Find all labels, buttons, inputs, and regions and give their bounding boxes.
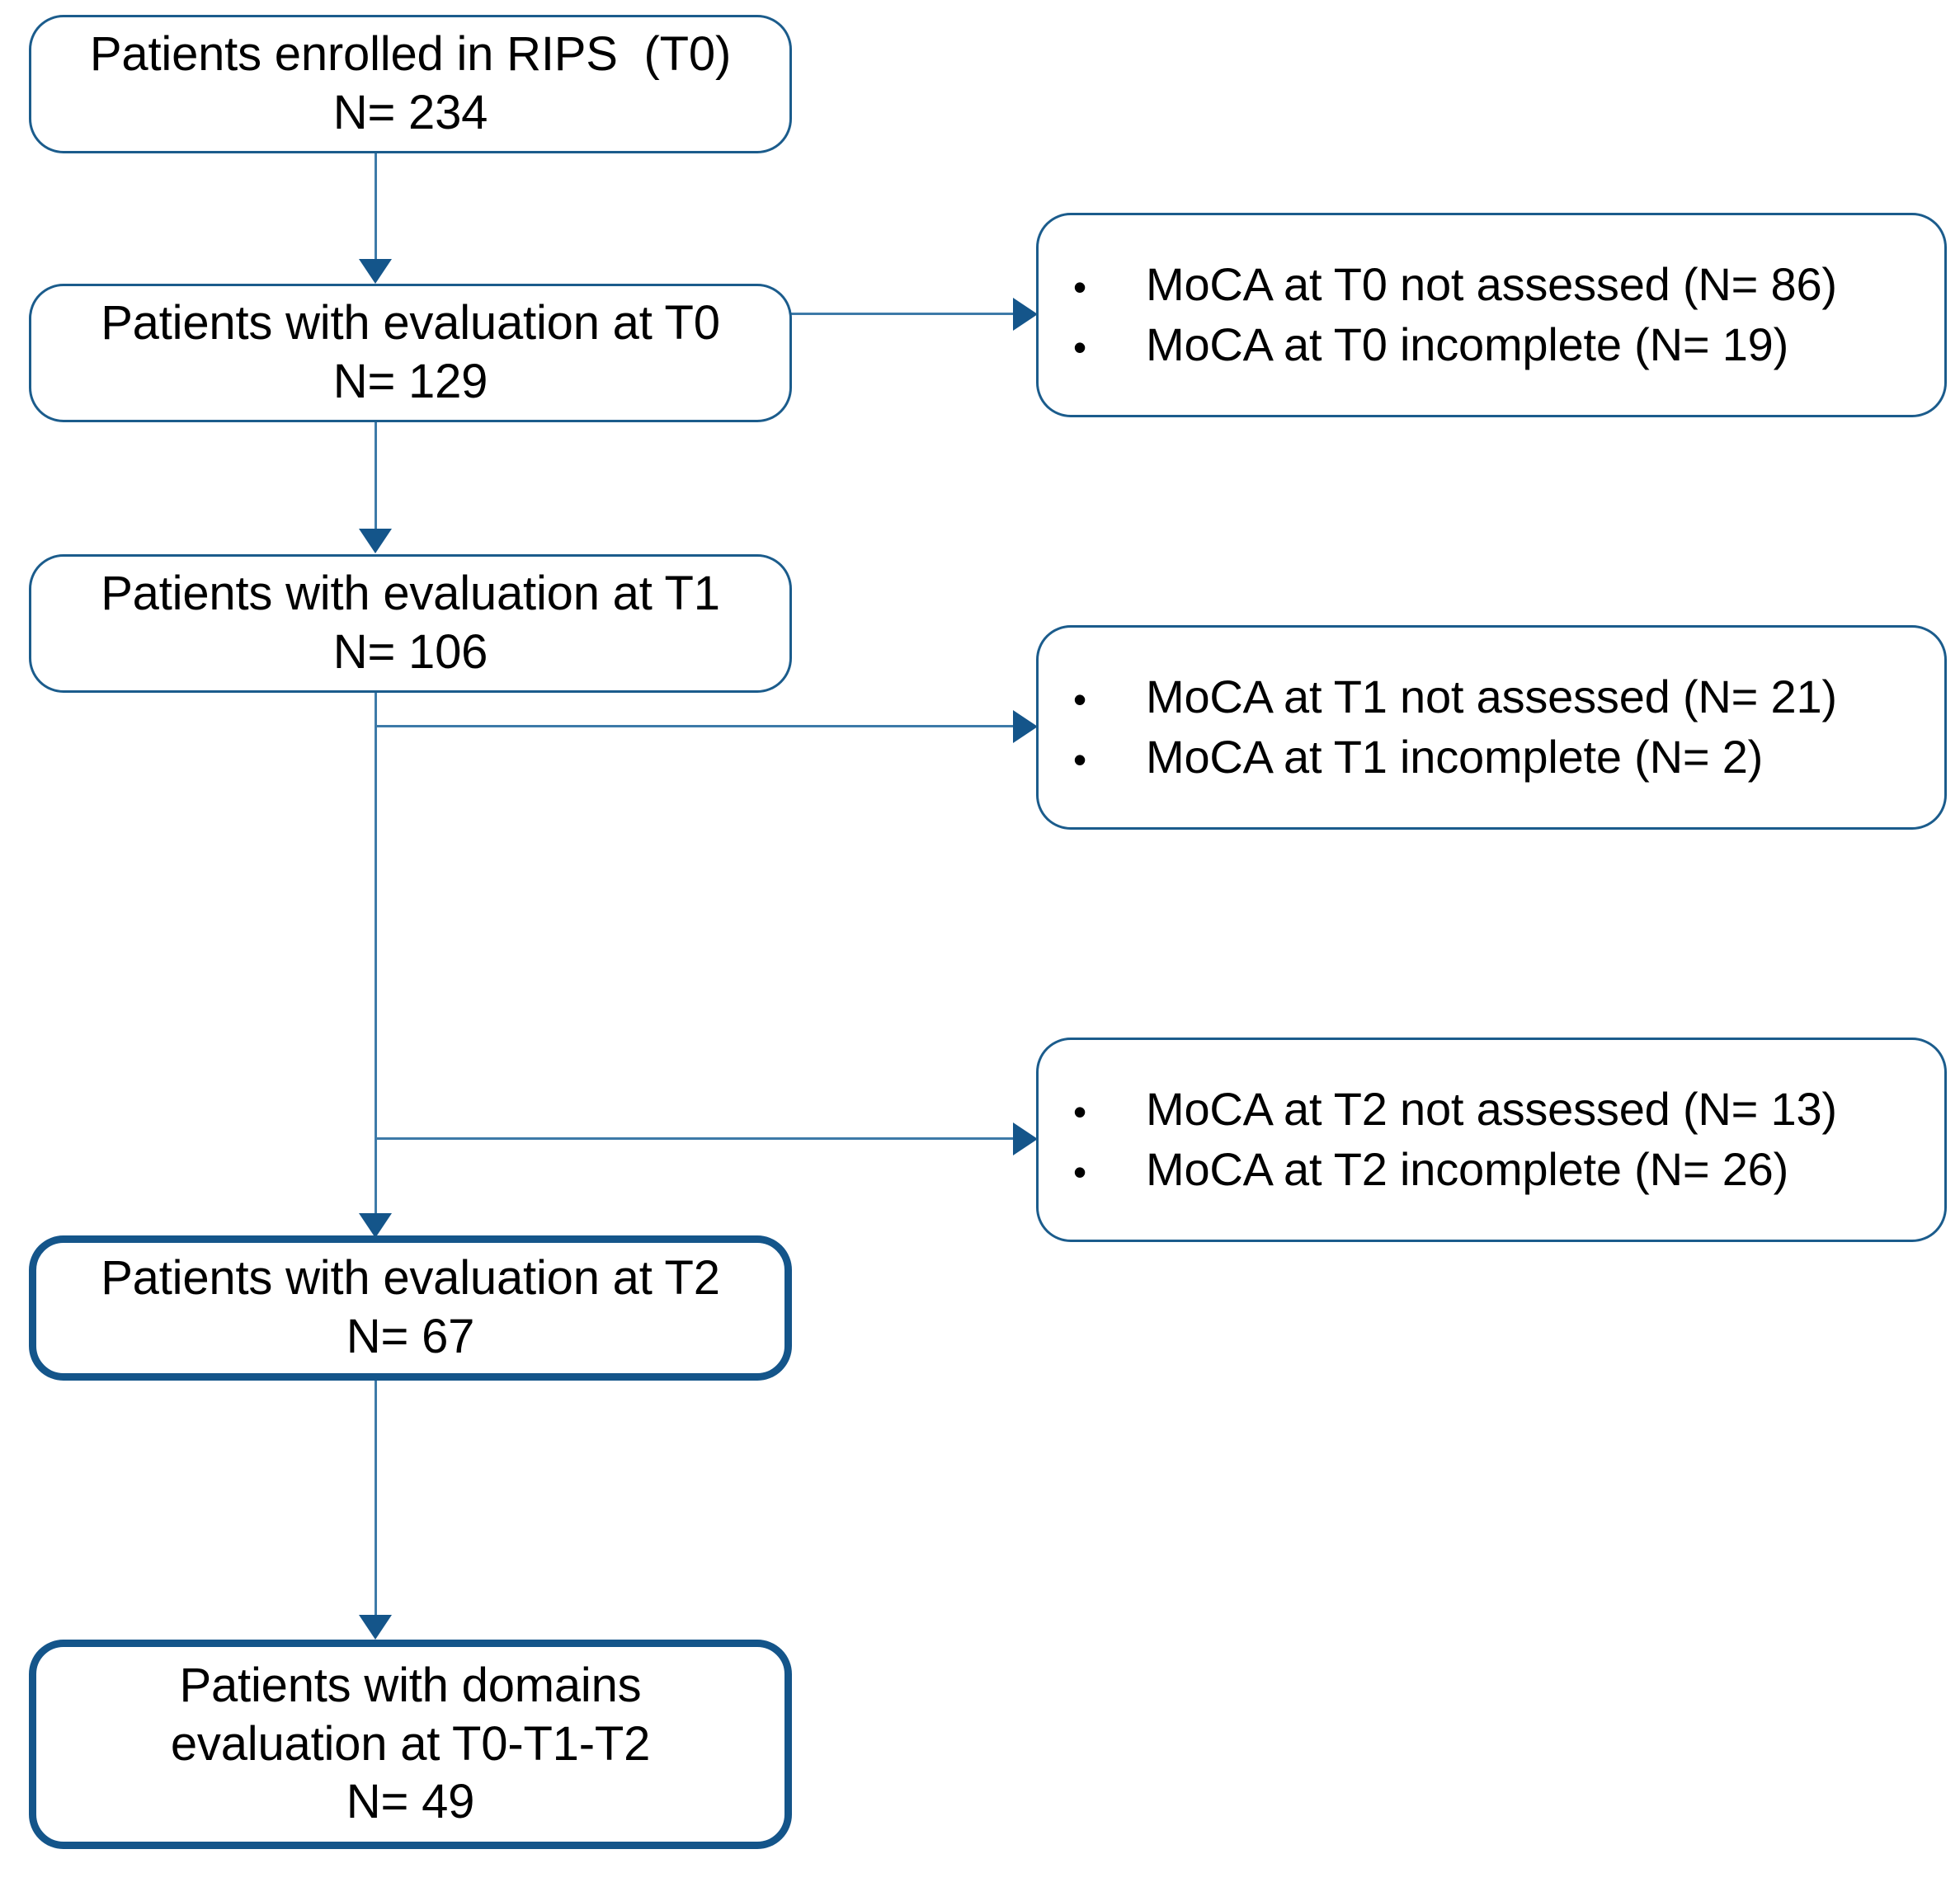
- node-eval-t0-line1: Patients with evaluation at T0: [101, 296, 720, 351]
- node-domains-count: N= 49: [346, 1775, 475, 1829]
- node-domains-line2: evaluation at T0-T1-T2: [170, 1716, 651, 1771]
- exclusion-text: MoCA at T1 incomplete (N= 2): [1146, 731, 1764, 783]
- node-eval-t2-line1: Patients with evaluation at T2: [101, 1251, 720, 1306]
- exclusion-item: • MoCA at T1 incomplete (N= 2): [1073, 727, 1916, 788]
- bullet-icon: •: [1073, 1090, 1086, 1134]
- exclusion-box-t2: • MoCA at T2 not assessed (N= 13) • MoCA…: [1036, 1038, 1947, 1242]
- exclusion-text: MoCA at T0 incomplete (N= 19): [1146, 318, 1789, 370]
- exclusion-text: MoCA at T1 not assessed (N= 21): [1146, 671, 1837, 723]
- exclusion-box-t1: • MoCA at T1 not assessed (N= 21) • MoCA…: [1036, 625, 1947, 830]
- exclusion-text: MoCA at T2 incomplete (N= 26): [1146, 1143, 1789, 1195]
- exclusion-text: MoCA at T2 not assessed (N= 13): [1146, 1083, 1837, 1136]
- exclusion-item: • MoCA at T1 not assessed (N= 21): [1073, 667, 1916, 727]
- arrowhead-branch-excl-t2: [1013, 1122, 1038, 1155]
- bullet-icon: •: [1073, 326, 1086, 369]
- node-eval-t1-count: N= 106: [332, 625, 488, 679]
- node-enrolled-t0-count: N= 234: [332, 86, 488, 139]
- arrowhead-evalt1-to-evalt2: [359, 1213, 392, 1238]
- arrowhead-enrolled-to-evalt0: [359, 259, 392, 284]
- arrowhead-evalt0-to-evalt1: [359, 529, 392, 553]
- connector-enrolled-to-evalt0: [375, 153, 377, 261]
- node-eval-t0: Patients with evaluation at T0 N= 129: [29, 284, 792, 422]
- exclusion-item: • MoCA at T2 incomplete (N= 26): [1073, 1140, 1916, 1200]
- node-enrolled-t0: Patients enrolled in RIPS (T0) N= 234: [29, 15, 792, 153]
- arrowhead-branch-excl-t0: [1013, 298, 1038, 331]
- exclusion-item: • MoCA at T0 not assessed (N= 86): [1073, 255, 1916, 315]
- bullet-icon: •: [1073, 738, 1086, 781]
- exclusion-item: • MoCA at T2 not assessed (N= 13): [1073, 1080, 1916, 1140]
- connector-branch-excl-t1: [375, 725, 1026, 727]
- arrowhead-branch-excl-t1: [1013, 710, 1038, 743]
- node-eval-t0-count: N= 129: [332, 355, 488, 408]
- node-eval-t1-line1: Patients with evaluation at T1: [101, 567, 720, 621]
- bullet-icon: •: [1073, 1151, 1086, 1193]
- node-eval-t2: Patients with evaluation at T2 N= 67: [29, 1235, 792, 1381]
- node-enrolled-t0-line1: Patients enrolled in RIPS (T0): [89, 27, 732, 82]
- bullet-icon: •: [1073, 266, 1086, 309]
- connector-evalt1-to-evalt2-lower: [375, 693, 377, 1214]
- connector-branch-excl-t2: [375, 1137, 1026, 1140]
- node-eval-t2-count: N= 67: [346, 1310, 475, 1363]
- bullet-icon: •: [1073, 678, 1086, 722]
- node-domains-evaluation: Patients with domains evaluation at T0-T…: [29, 1640, 792, 1849]
- exclusion-box-t0: • MoCA at T0 not assessed (N= 86) • MoCA…: [1036, 213, 1947, 417]
- exclusion-item: • MoCA at T0 incomplete (N= 19): [1073, 315, 1916, 375]
- exclusion-text: MoCA at T0 not assessed (N= 86): [1146, 258, 1837, 311]
- node-domains-line1: Patients with domains: [179, 1658, 642, 1712]
- node-eval-t1: Patients with evaluation at T1 N= 106: [29, 554, 792, 693]
- connector-evalt2-to-domains: [375, 1381, 377, 1617]
- arrowhead-evalt2-to-domains: [359, 1615, 392, 1640]
- connector-evalt0-to-evalt1: [375, 422, 377, 531]
